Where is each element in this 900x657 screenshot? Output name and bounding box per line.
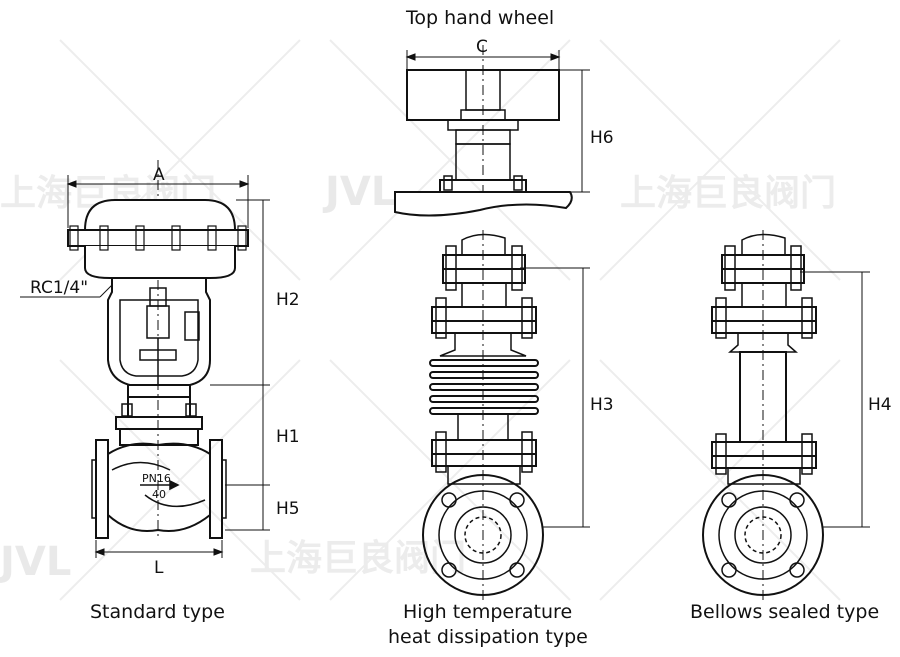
dimension-label-h1: H1	[276, 427, 300, 447]
dimension-label-l: L	[154, 558, 164, 578]
high-temp-dimension-lines	[520, 267, 590, 528]
dimension-label-a: A	[153, 165, 165, 185]
watermark-company: 上海巨良阀门	[620, 173, 836, 214]
port-label-rc: RC1/4"	[30, 278, 88, 298]
bellows-dimension-lines	[800, 271, 870, 528]
watermark-company: 上海巨良阀门	[250, 538, 466, 579]
dimension-label-h2: H2	[276, 290, 300, 310]
nominal-size-label: 40	[152, 488, 166, 501]
caption-top-hand-wheel: Top hand wheel	[405, 7, 554, 29]
dimension-label-h3: H3	[590, 395, 614, 415]
caption-high-temp-line1: High temperature	[403, 601, 572, 623]
caption-standard-type: Standard type	[90, 601, 225, 623]
dimension-label-c: C	[476, 37, 488, 57]
caption-high-temp-line2: heat dissipation type	[388, 626, 588, 648]
watermark-logo: JVL	[0, 539, 71, 585]
standard-type-valve	[67, 160, 249, 540]
top-hand-wheel	[394, 45, 573, 217]
caption-bellows-sealed-type: Bellows sealed type	[690, 601, 879, 623]
pressure-rating-label: PN16	[142, 472, 171, 485]
high-temperature-valve	[422, 230, 544, 600]
bellows-sealed-valve	[702, 230, 824, 600]
watermark-logo: JVL	[322, 169, 396, 215]
hand-wheel-dimension-lines	[405, 50, 590, 193]
dimension-label-h4: H4	[868, 395, 892, 415]
dimension-label-h6: H6	[590, 128, 614, 148]
dimension-label-h5: H5	[276, 499, 300, 519]
watermark-layer	[59, 39, 841, 601]
standard-dimension-lines	[20, 175, 270, 558]
